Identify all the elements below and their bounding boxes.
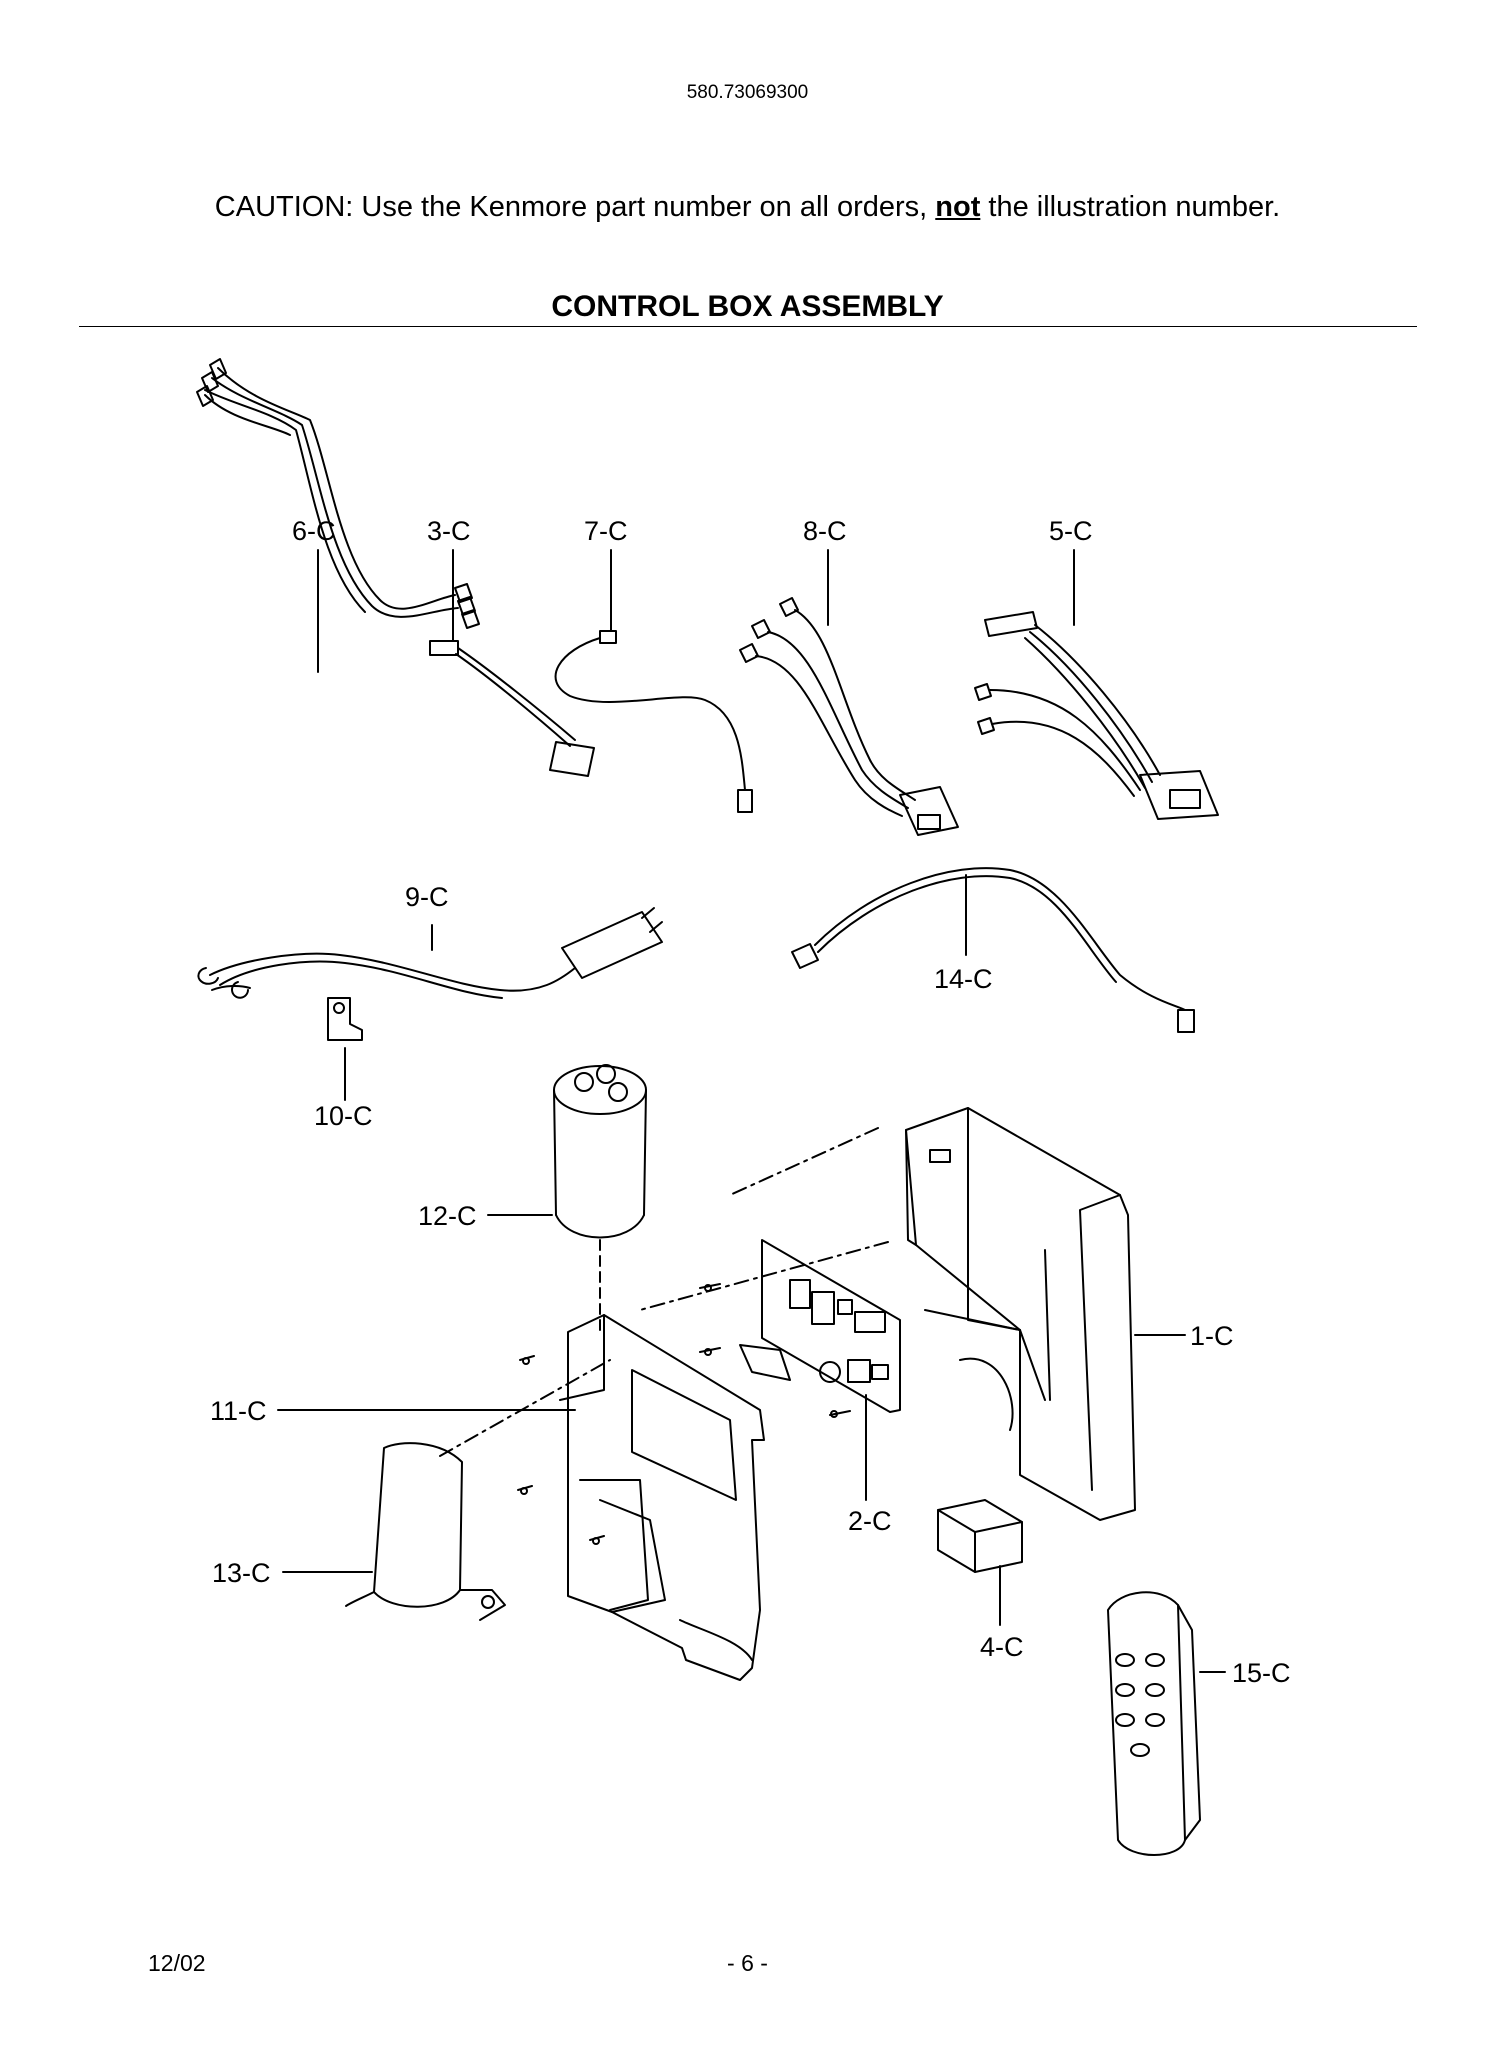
part-7c-sensor-wire xyxy=(554,549,753,813)
title-divider xyxy=(79,326,1417,327)
label-5c: 5-C xyxy=(1049,516,1093,546)
part-13c-capacitor-cover xyxy=(282,1359,611,1621)
part-12c-capacitor xyxy=(487,1064,647,1331)
label-2c: 2-C xyxy=(848,1506,892,1536)
part-11c-cover-plate xyxy=(277,1314,765,1681)
part-8c-wire-harness xyxy=(739,549,959,836)
part-1c-control-box xyxy=(639,1107,1186,1521)
part-15c-remote xyxy=(1107,1591,1226,1856)
label-14c: 14-C xyxy=(934,964,993,994)
label-1c: 1-C xyxy=(1190,1321,1234,1351)
caution-emphasis: not xyxy=(935,191,981,223)
label-8c: 8-C xyxy=(803,516,847,546)
part-9c-power-cord xyxy=(197,907,663,999)
part-6c-wire-harness xyxy=(196,358,480,673)
part-3c-connector-wire xyxy=(429,549,595,777)
label-7c: 7-C xyxy=(584,516,628,546)
label-9c: 9-C xyxy=(405,882,449,912)
part-14c-sensor-wire xyxy=(791,867,1195,1033)
part-2c-pcb xyxy=(699,1239,901,1501)
part-5c-wire-harness xyxy=(974,549,1219,820)
model-number: 580.73069300 xyxy=(686,82,809,103)
footer-date: 12/02 xyxy=(148,1950,206,1976)
caution-notice: CAUTION: Use the Kenmore part number on … xyxy=(0,191,1495,224)
label-12c: 12-C xyxy=(418,1201,477,1231)
section-title: CONTROL BOX ASSEMBLY xyxy=(551,290,944,323)
part-4c-relay xyxy=(937,1499,1023,1626)
label-15c: 15-C xyxy=(1232,1658,1291,1688)
label-11c: 11-C xyxy=(210,1396,267,1426)
caution-prefix: CAUTION: Use the Kenmore part number on … xyxy=(214,191,936,223)
caution-suffix: the illustration number. xyxy=(980,191,1281,223)
label-3c: 3-C xyxy=(427,516,471,546)
label-10c: 10-C xyxy=(314,1101,373,1131)
label-13c: 13-C xyxy=(212,1558,271,1588)
page-number: - 6 - xyxy=(727,1950,768,1976)
label-6c: 6-C xyxy=(292,516,336,546)
part-labels: 6-C 3-C 7-C 8-C 5-C 9-C 14-C 10-C 12-C 1… xyxy=(210,516,1291,1688)
part-10c-clamp xyxy=(327,997,363,1101)
label-4c: 4-C xyxy=(980,1632,1024,1662)
